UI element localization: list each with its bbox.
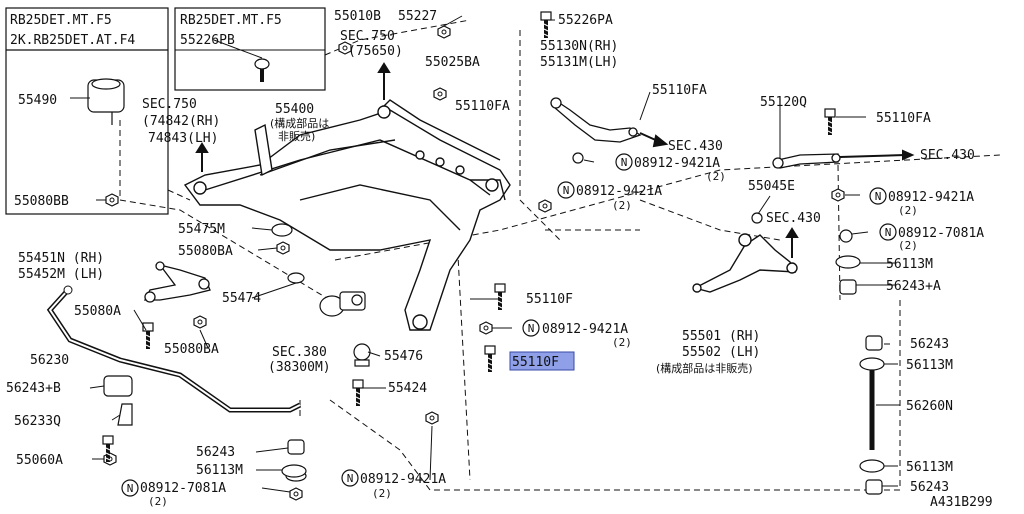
part-08912-9421A-d[interactable]: 08912-9421A [542, 322, 628, 337]
highlighted-part-55110F[interactable] [509, 351, 575, 371]
sec-750-a-line2: 74843(LH) [148, 131, 218, 146]
part-55502[interactable]: 55502 (LH) [682, 345, 760, 360]
part-55226PB[interactable]: 55226PB [180, 33, 235, 48]
part-55490[interactable]: 55490 [18, 93, 57, 108]
part-08912-9421A-a[interactable]: 08912-9421A [634, 156, 720, 171]
n-symbol: N [885, 226, 892, 239]
part-55226PA[interactable]: 55226PA [558, 13, 613, 28]
inset-left-line1: RB25DET.MT.F5 [10, 13, 112, 28]
part-55227[interactable]: 55227 [398, 9, 437, 24]
lower-arm-55501 [692, 233, 798, 293]
part-55080BB[interactable]: 55080BB [14, 194, 69, 209]
leader-lines [70, 15, 900, 493]
part-56113M-d[interactable]: 56113M [906, 460, 953, 475]
part-55475M[interactable]: 55475M [178, 222, 225, 237]
qty-d: (2) [898, 239, 918, 252]
assembly-dashed-lines [119, 19, 1001, 491]
part-55476[interactable]: 55476 [384, 349, 423, 364]
part-55025BA[interactable]: 55025BA [425, 55, 480, 70]
inset-box-middle [174, 7, 326, 91]
sec-750-a[interactable]: SEC.750 [142, 97, 197, 112]
part-55080BA-a[interactable]: 55080BA [178, 244, 233, 259]
part-55045E[interactable]: 55045E [748, 179, 795, 194]
qty-e: (2) [612, 336, 632, 349]
part-55474[interactable]: 55474 [222, 291, 261, 306]
part-56243A[interactable]: 56243+A [886, 279, 941, 294]
part-55400-note1: (構成部品は [270, 116, 329, 130]
part-55110FA-b[interactable]: 55110FA [652, 83, 707, 98]
n-symbol: N [875, 190, 882, 203]
part-55131M[interactable]: 55131M(LH) [540, 55, 618, 70]
part-55110F-a[interactable]: 55110F [526, 292, 573, 307]
part-55080BA-b[interactable]: 55080BA [164, 342, 219, 357]
part-55451N[interactable]: 55451N (RH) [18, 251, 104, 266]
part-08912-7081A-b[interactable]: 08912-7081A [140, 481, 226, 496]
part-55501[interactable]: 55501 (RH) [682, 329, 760, 344]
part-5550x-note: (構成部品は非販売) [656, 361, 753, 375]
part-55400-note2: 非販売) [278, 130, 315, 143]
inset-box-left [5, 7, 169, 215]
qty-g: (2) [372, 487, 392, 500]
lower-link-55451N [143, 261, 211, 303]
part-56260N[interactable]: 56260N [906, 399, 953, 414]
inset-left-line2: 2K.RB25DET.AT.F4 [10, 33, 135, 48]
part-08912-7081A-a[interactable]: 08912-7081A [898, 226, 984, 241]
part-55452M[interactable]: 55452M (LH) [18, 267, 104, 282]
upper-link-55130N [550, 97, 642, 143]
part-56113M-b[interactable]: 56113M [906, 358, 953, 373]
sec-750-a-line1: (74842(RH) [142, 114, 220, 129]
part-08912-9421A-b[interactable]: 08912-9421A [576, 184, 662, 199]
part-55110FA-a[interactable]: 55110FA [455, 99, 510, 114]
sec-430-c[interactable]: SEC.430 [766, 211, 821, 226]
sec-750-b[interactable]: SEC.750 [340, 29, 395, 44]
subframe [183, 99, 511, 331]
part-55110FA-c[interactable]: 55110FA [876, 111, 931, 126]
n-symbol: N [528, 322, 535, 335]
qty-f: (2) [148, 495, 168, 508]
part-08912-9421A-e[interactable]: 08912-9421A [360, 472, 446, 487]
qty-c: (2) [898, 204, 918, 217]
sec-380[interactable]: SEC.380 [272, 345, 327, 360]
part-56243B[interactable]: 56243+B [6, 381, 61, 396]
part-56230[interactable]: 56230 [30, 353, 69, 368]
part-56243-c[interactable]: 56243 [910, 480, 949, 495]
qty-b: (2) [612, 199, 632, 212]
n-symbol: N [127, 482, 134, 495]
part-55424[interactable]: 55424 [388, 381, 427, 396]
part-56233Q[interactable]: 56233Q [14, 414, 61, 429]
part-55080A[interactable]: 55080A [74, 304, 121, 319]
n-symbol: N [563, 184, 570, 197]
n-symbol: N [347, 472, 354, 485]
part-56243-b[interactable]: 56243 [196, 445, 235, 460]
part-55110F-highlight[interactable]: 55110F [512, 355, 559, 370]
part-56113M-a[interactable]: 56113M [886, 257, 933, 272]
part-55120Q[interactable]: 55120Q [760, 95, 807, 110]
n-symbol: N [621, 156, 628, 169]
part-08912-9421A-c[interactable]: 08912-9421A [888, 190, 974, 205]
sec-750-b-line1: (75650) [348, 44, 403, 59]
part-56243-a[interactable]: 56243 [910, 337, 949, 352]
qty-a: (2) [706, 170, 726, 183]
part-55010B[interactable]: 55010B [334, 9, 381, 24]
part-55060A[interactable]: 55060A [16, 453, 63, 468]
diagram-id: A431B299 [930, 495, 993, 510]
bushing-55490 [87, 78, 125, 125]
part-56113M-c[interactable]: 56113M [196, 463, 243, 478]
part-55400[interactable]: 55400 [275, 102, 314, 117]
sec-430-b[interactable]: SEC.430 [920, 148, 975, 163]
inset-middle-line1: RB25DET.MT.F5 [180, 13, 282, 28]
sec-380-line1: (38300M) [268, 360, 331, 375]
part-55130N[interactable]: 55130N(RH) [540, 39, 618, 54]
sec-430-a[interactable]: SEC.430 [668, 139, 723, 154]
link-55120Q [772, 153, 841, 169]
